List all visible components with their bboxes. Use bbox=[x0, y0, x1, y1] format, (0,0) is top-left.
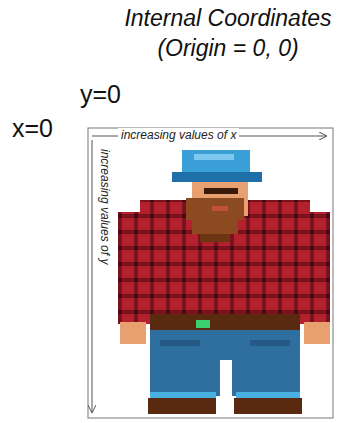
lumberjack-sprite bbox=[118, 150, 330, 414]
y-origin-label: y=0 bbox=[80, 80, 121, 109]
y-axis-label: increasing values of y bbox=[98, 146, 112, 267]
x-axis-label: increasing values of x bbox=[118, 128, 239, 142]
x-origin-label: x=0 bbox=[12, 114, 53, 143]
diagram-title: Internal Coordinates (Origin = 0, 0) bbox=[108, 4, 348, 64]
y-arrow bbox=[92, 140, 93, 412]
bounding-box bbox=[88, 128, 333, 418]
